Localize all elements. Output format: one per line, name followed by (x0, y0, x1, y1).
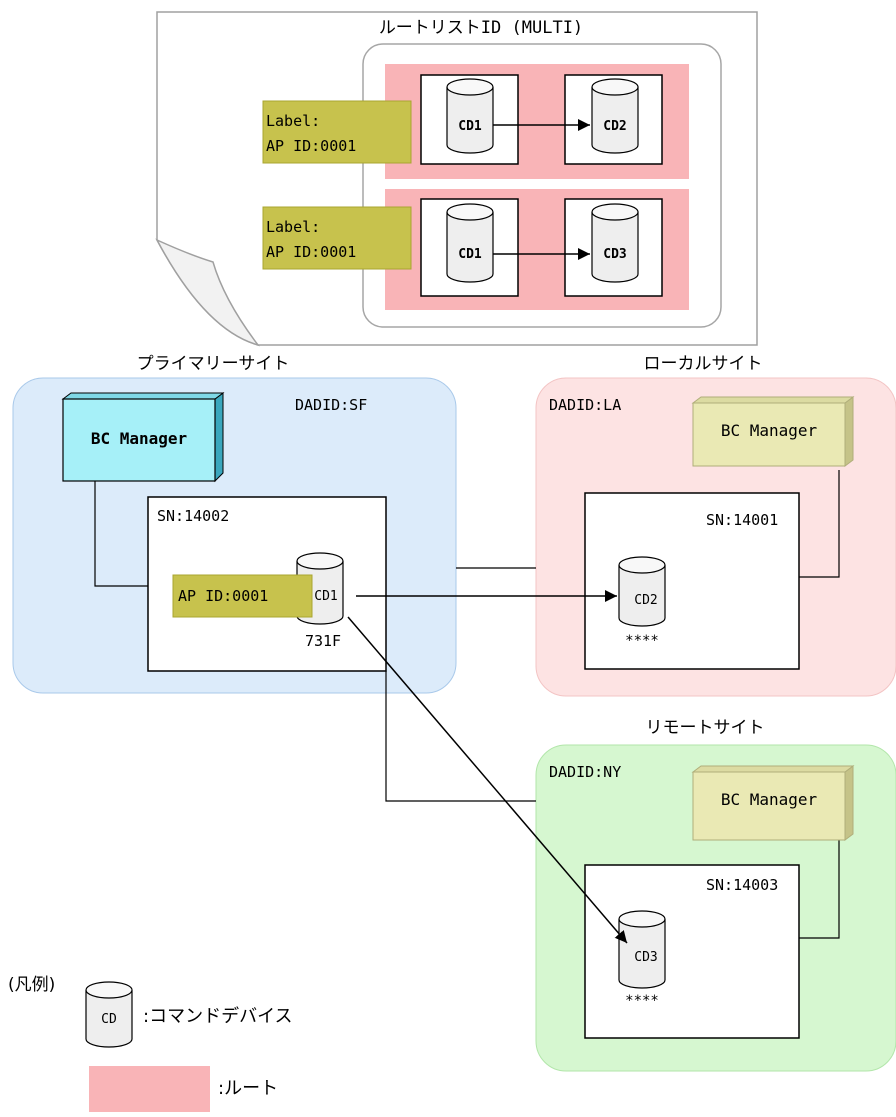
route-1-target-label: CD2 (603, 119, 626, 134)
primary-manager-label: BC Manager (91, 429, 187, 448)
primary-apid-box (172, 574, 313, 618)
legend: (凡例) CD :コマンドデバイス :ルート (8, 975, 293, 1112)
local-dadid: DADID:LA (549, 396, 621, 414)
legend-title: (凡例) (8, 975, 55, 995)
primary-ldev-label: 731F (305, 632, 341, 650)
primary-bc-manager: BC Manager (61, 392, 225, 483)
legend-cd-label: CD (101, 1012, 117, 1027)
remote-command-device: CD3 (618, 910, 666, 989)
route-list-title: ルートリストID (MULTI) (379, 18, 583, 38)
remote-manager-label: BC Manager (721, 790, 818, 809)
route-1-label-box (262, 100, 412, 164)
route-2-label-line2: AP ID:0001 (266, 243, 356, 261)
remote-dadid: DADID:NY (549, 763, 621, 781)
local-ldev-label: **** (625, 633, 659, 649)
legend-route-swatch (89, 1066, 210, 1112)
local-bc-manager: BC Manager (691, 396, 855, 467)
remote-ldev-label: **** (625, 993, 659, 1009)
route-1-label-line1: Label: (266, 112, 320, 130)
primary-to-remote-link (385, 671, 536, 802)
local-manager-link (799, 470, 840, 578)
route-list-document: ルートリストID (MULTI) Label: AP ID:0001 CD1 C… (155, 11, 758, 347)
local-storage-sn: SN:14001 (706, 511, 778, 529)
copy-arrow-to-remote (347, 616, 628, 944)
route-2: Label: AP ID:0001 CD1 CD3 (262, 189, 689, 310)
route-2-target-device: CD3 (591, 203, 639, 283)
remote-storage-sn: SN:14003 (706, 876, 778, 894)
route-2-label-box (262, 206, 412, 270)
primary-manager-link (94, 478, 148, 587)
legend-cd-description: :コマンドデバイス (143, 1006, 293, 1027)
primary-device-label: CD1 (314, 589, 337, 604)
route-1-target-device: CD2 (591, 78, 639, 154)
route-2-target-label: CD3 (603, 247, 626, 262)
primary-apid-label: AP ID:0001 (178, 587, 268, 605)
local-device-label: CD2 (634, 593, 657, 608)
route-1-label-line2: AP ID:0001 (266, 137, 356, 155)
route-2-source-device: CD1 (446, 203, 494, 283)
legend-cd-icon: CD (85, 981, 133, 1048)
local-manager-label: BC Manager (721, 421, 818, 440)
remote-device-label: CD3 (634, 950, 657, 965)
route-2-label-line1: Label: (266, 218, 320, 236)
remote-bc-manager: BC Manager (691, 765, 855, 841)
route-1: Label: AP ID:0001 CD1 CD2 (262, 64, 689, 179)
route-2-source-label: CD1 (458, 247, 482, 262)
local-command-device: CD2 (618, 556, 666, 627)
route-1-source-label: CD1 (458, 119, 482, 134)
legend-route-description: :ルート (218, 1078, 278, 1099)
page-curl (155, 238, 260, 347)
primary-storage-sn: SN:14002 (157, 507, 229, 525)
primary-dadid: DADID:SF (295, 396, 367, 414)
local-site-title: ローカルサイト (644, 354, 763, 374)
remote-site-title: リモートサイト (646, 718, 765, 738)
route-1-source-device: CD1 (446, 78, 494, 154)
remote-manager-link (799, 840, 840, 939)
connection-lines (94, 470, 840, 939)
primary-site-title: プライマリーサイト (137, 354, 290, 374)
